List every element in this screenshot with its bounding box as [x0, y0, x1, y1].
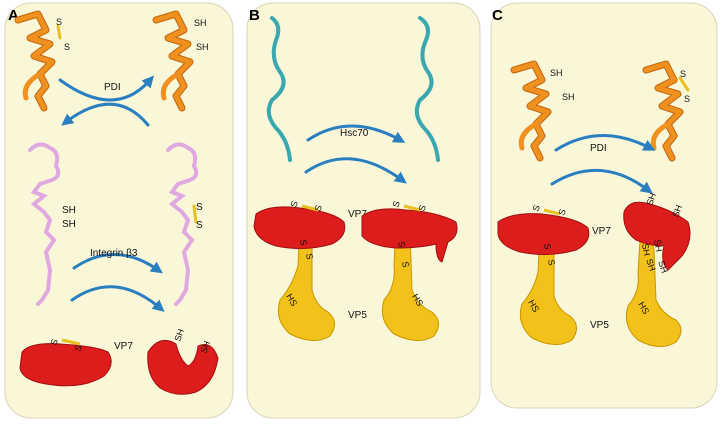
vp5-protein [277, 218, 335, 341]
panel-a-label: A [8, 7, 19, 24]
reaction-arrow [72, 253, 163, 274]
panel-c-label: C [492, 7, 503, 24]
vp5-protein [625, 238, 682, 347]
thiol-sh-label: SH [172, 328, 186, 343]
thiol-sh-label: SH [196, 42, 209, 52]
disulfide-s-label: S [680, 69, 686, 79]
vp5-protein [381, 218, 439, 341]
thiol-sh-label: SH [640, 243, 652, 257]
reaction-arrow [304, 157, 407, 184]
panel-b: B Hsc70 S S S S HS VP7 VP5 S S S S HS [246, 2, 481, 419]
vp7-protein [253, 206, 346, 250]
disulfide-s-label: S [72, 344, 83, 353]
disulfide-s-label: S [48, 338, 59, 347]
hsc70-unfolded-chain [266, 16, 292, 162]
disulfide-s-label: S [400, 261, 411, 269]
thiol-sh-label: SH [198, 340, 212, 355]
vp7-label: VP7 [592, 226, 611, 237]
reaction-arrow [58, 75, 154, 102]
pdi-reduced-protein [510, 60, 552, 162]
reaction-arrow [306, 124, 406, 143]
pdi-reduced-protein [152, 10, 194, 112]
disulfide-s-label: S [196, 202, 203, 213]
thiol-sh-label: SH [550, 68, 563, 78]
panel-a: A S S SH SH PDI SH SH [4, 2, 234, 419]
vp7-reduced [147, 339, 219, 395]
disulfide-s-label: S [304, 253, 315, 261]
pdi-oxidized-protein [14, 10, 62, 112]
disulfide-s-label: S [542, 243, 553, 251]
pdi-label: PDI [590, 143, 607, 154]
thiol-sh-label: SH [562, 92, 575, 102]
hsc70-label: Hsc70 [340, 128, 369, 139]
disulfide-s-label: S [64, 42, 70, 52]
disulfide-s-label: S [530, 204, 541, 213]
thiol-sh-label: SH [656, 259, 670, 274]
reaction-arrow [61, 102, 150, 127]
panel-a-background [4, 2, 234, 419]
disulfide-s-label: S [416, 204, 427, 213]
reaction-arrow [554, 134, 656, 152]
vp5-label: VP5 [348, 310, 367, 321]
disulfide-s-label: S [390, 200, 401, 209]
vp7-protein [361, 208, 458, 263]
disulfide-s-label: S [546, 259, 557, 267]
vp7-protein [623, 201, 691, 271]
vp5-protein [519, 228, 577, 345]
pdi-label: PDI [104, 82, 121, 93]
disulfide-s-label: S [684, 94, 690, 104]
disulfide-s-label: S [196, 220, 203, 231]
hsc70-unfolded-chain [414, 16, 440, 162]
vp5-label: VP5 [590, 320, 609, 331]
thiol-sh-label: SH [644, 257, 658, 272]
vp7-protein [497, 213, 590, 256]
vp7-oxidized [19, 343, 112, 387]
integrin-beta3-left [28, 142, 61, 306]
thiol-sh-label: SH [194, 18, 207, 28]
thiol-sh-label: SH [62, 219, 76, 230]
panel-b-label: B [249, 7, 260, 24]
vp7-label: VP7 [114, 341, 133, 352]
disulfide-s-label: S [312, 204, 323, 213]
reaction-arrow [550, 168, 653, 194]
reaction-arrow [70, 285, 165, 312]
vp7-label: VP7 [348, 209, 367, 220]
disulfide-s-label: S [56, 17, 62, 27]
integrin-label: Integrin β3 [90, 248, 138, 259]
thiol-sh-label: SH [644, 192, 658, 207]
disulfide-s-label: S [298, 239, 309, 247]
thiol-sh-label: SH [62, 205, 76, 216]
panel-c: C SH SH S S PDI S S S S HS VP7 VP5 [490, 2, 718, 409]
disulfide-s-label: S [288, 200, 299, 209]
thiol-sh-label: SH [652, 239, 664, 253]
thiol-sh-label: SH [670, 204, 684, 219]
integrin-beta3-right [166, 142, 199, 306]
disulfide-s-label: S [396, 241, 407, 249]
disulfide-s-label: S [556, 208, 567, 217]
